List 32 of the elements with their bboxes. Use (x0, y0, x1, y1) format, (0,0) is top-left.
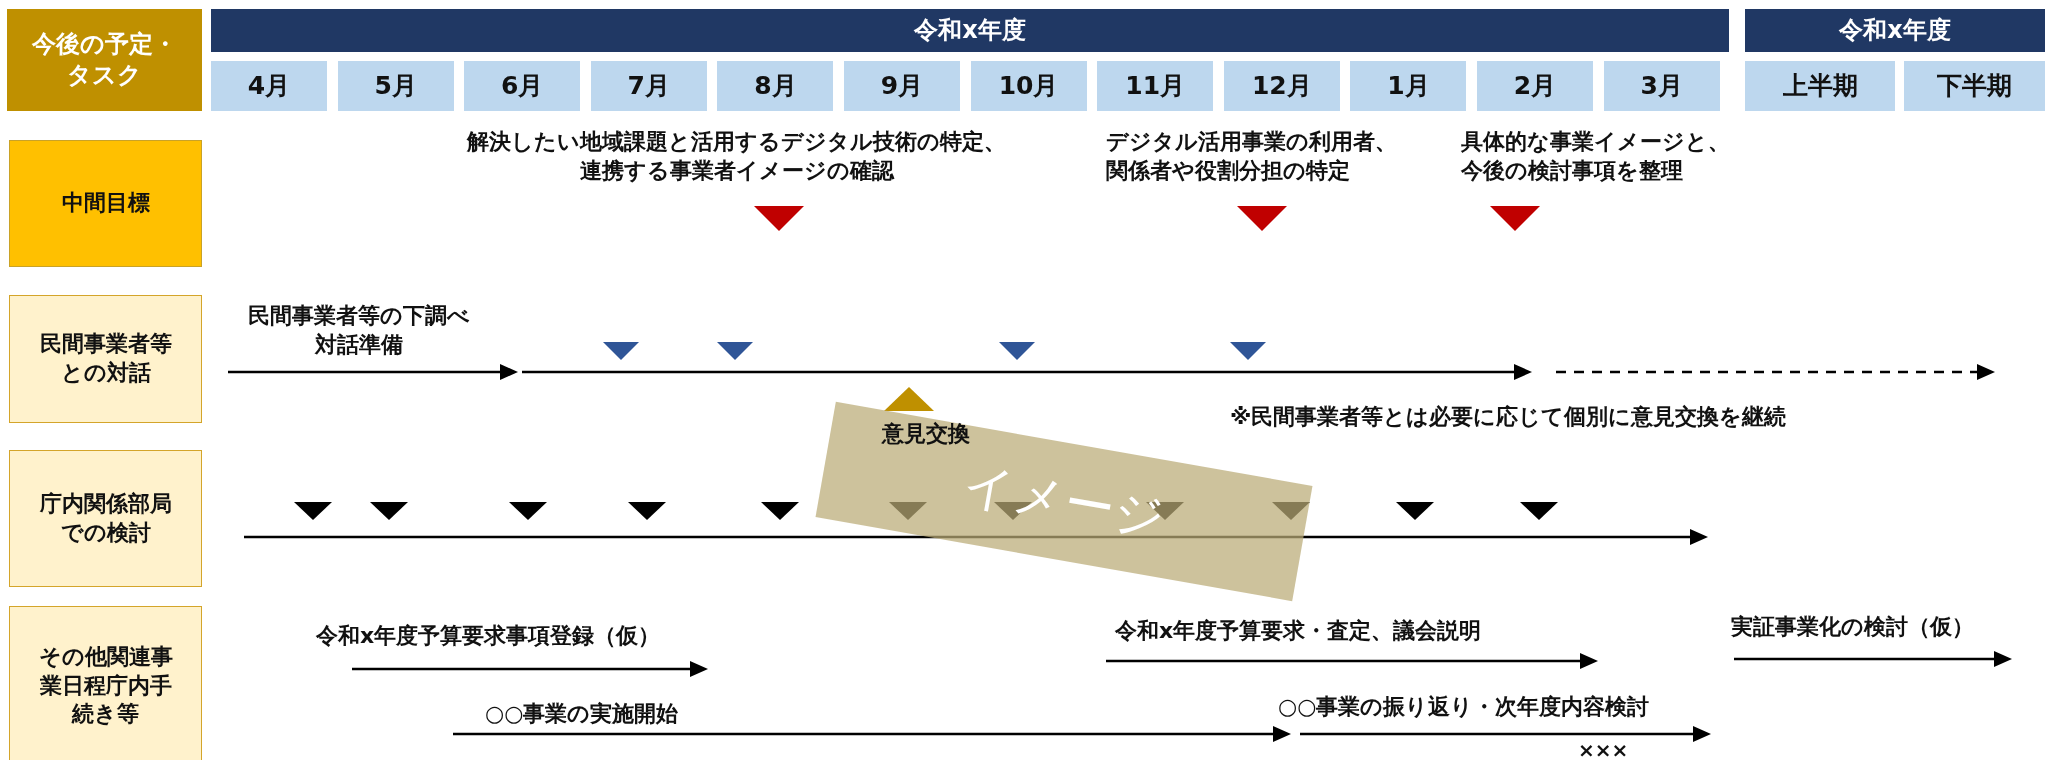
month-cell: 9月 (844, 61, 960, 111)
task-text: ○○事業の実施開始 (485, 700, 679, 728)
month-cell: 5月 (337, 61, 454, 111)
month-cell: 12月 (1223, 61, 1340, 111)
row-header: その他関連事業日程庁内手続き等 (9, 606, 202, 760)
task-text: 民間事業者等の下調べ対話準備 (247, 302, 471, 359)
month-cell: 7月 (590, 61, 707, 111)
note-text: ××× (1578, 737, 1629, 760)
month-cell: 2月 (1477, 61, 1593, 111)
month-cell: 10月 (970, 61, 1087, 111)
month-cell: 4月 (211, 61, 327, 111)
month-cell: 上半期 (1745, 61, 1895, 111)
task-text: 令和x年度予算要求・査定、議会説明 (1115, 617, 1482, 645)
task-text: 意見交換 (882, 420, 970, 448)
month-cell: 8月 (717, 61, 834, 111)
milestone-text: デジタル活用事業の利用者、関係者や役割分担の特定 (1106, 128, 1398, 185)
row-header: 中間目標 (9, 140, 202, 267)
month-cell: 3月 (1603, 61, 1720, 111)
task-text: 令和x年度予算要求事項登録（仮） (316, 622, 661, 650)
header-cell: 今後の予定・タスク (7, 9, 202, 111)
month-cell: 11月 (1097, 61, 1214, 111)
task-text: ○○事業の振り返り・次年度内容検討 (1278, 693, 1650, 721)
milestone-text: 解決したい地域課題と活用するデジタル技術の特定、連携する事業者イメージの確認 (465, 128, 1008, 185)
task-text: 実証事業化の検討（仮） (1731, 613, 1974, 641)
milestone-text: 具体的な事業イメージと、今後の検討事項を整理 (1461, 128, 1731, 185)
year-band: 令和x年度 (211, 9, 1729, 52)
month-cell: 6月 (464, 61, 581, 111)
row-header: 民間事業者等との対話 (9, 295, 202, 423)
month-cell: 下半期 (1904, 61, 2045, 111)
month-cell: 1月 (1350, 61, 1467, 111)
row-header: 庁内関係部局での検討 (9, 450, 202, 587)
year-band: 令和x年度 (1745, 9, 2045, 52)
